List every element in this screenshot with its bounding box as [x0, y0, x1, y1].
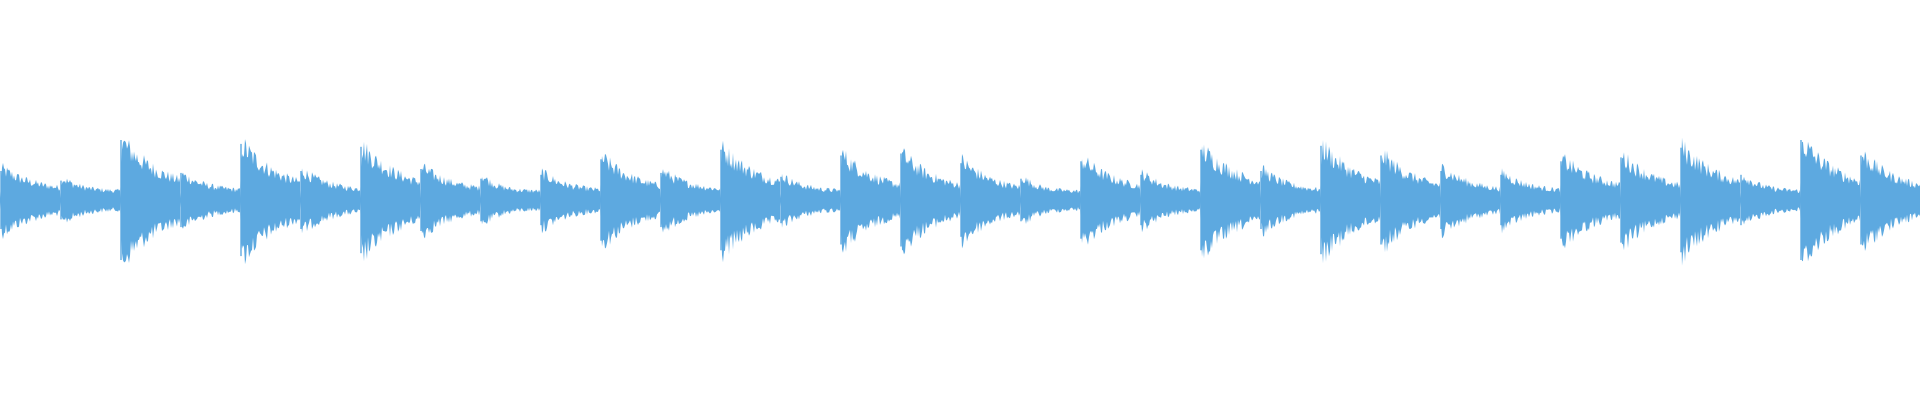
waveform-segment — [720, 140, 780, 263]
waveform-segment — [1440, 163, 1500, 239]
waveform-segment — [840, 149, 900, 253]
waveform-segment — [1260, 165, 1320, 237]
waveform-segment — [540, 168, 600, 234]
waveform-segment — [120, 140, 180, 263]
waveform-segment — [1680, 137, 1740, 266]
waveform-segment — [300, 168, 360, 234]
waveform-segment — [480, 177, 540, 225]
waveform-segment — [1560, 154, 1620, 249]
waveform-segment — [1860, 151, 1920, 251]
waveform-segment — [960, 154, 1020, 249]
waveform-segment — [1320, 140, 1380, 264]
waveform-track — [0, 137, 1920, 266]
waveform-segment — [420, 163, 480, 239]
waveform-segment — [900, 148, 960, 255]
waveform-segment — [1080, 157, 1140, 245]
waveform-segment — [1380, 150, 1440, 253]
waveform-segment — [0, 162, 60, 240]
waveform-segment — [60, 178, 120, 223]
waveform-segment — [360, 141, 420, 262]
waveform-segment — [660, 169, 720, 233]
waveform-segment — [180, 172, 240, 229]
waveform-segment — [240, 139, 300, 265]
waveform-segment — [780, 173, 840, 228]
waveform-segment — [1620, 152, 1680, 251]
waveform-segment — [1740, 176, 1800, 225]
waveform-segment — [1800, 141, 1860, 262]
waveform-segment — [1500, 168, 1560, 234]
waveform-segment — [600, 153, 660, 249]
waveform-segment — [1200, 144, 1260, 259]
waveform-segment — [1140, 169, 1200, 233]
waveform-segment — [1020, 177, 1080, 224]
